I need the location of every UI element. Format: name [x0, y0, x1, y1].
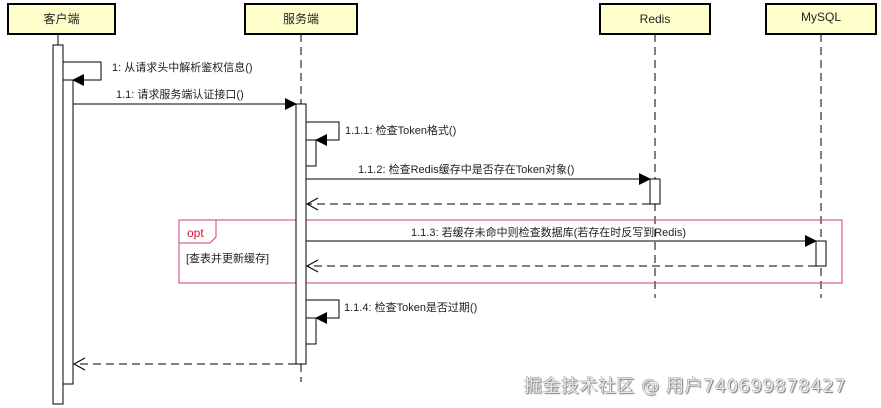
message-label: 1: 从请求头中解析鉴权信息() — [112, 60, 253, 74]
participant-label: 客户端 — [43, 11, 79, 26]
participant-mysql: MySQL — [765, 3, 877, 35]
message-1-1-4: 1.1.4: 检查Token是否过期() — [306, 299, 477, 324]
participant-label: MySQL — [801, 10, 841, 24]
message-1-1-1: 1.1.1: 检查Token格式() — [306, 121, 456, 146]
return-1-1-2 — [305, 197, 650, 211]
self-call-arrow — [306, 299, 340, 324]
message-label: 1.1.2: 检查Redis缓存中是否存在Token对象() — [358, 162, 574, 176]
message-1-1-3: 1.1.3: 若缓存未命中则检查数据库(若存在时反写到Redis) — [306, 225, 817, 247]
activation-mysql — [815, 240, 827, 267]
return-arrowhead — [305, 259, 319, 273]
activation-client-outer — [52, 44, 64, 405]
activation-server-self-1 — [305, 139, 317, 167]
message-label: 1.1.1: 检查Token格式() — [345, 123, 456, 137]
opt-fragment: opt [查表并更新缓存] — [178, 219, 843, 284]
return-1-1-3 — [305, 259, 816, 273]
participant-server: 服务端 — [244, 3, 358, 35]
message-label: 1.1.3: 若缓存未命中则检查数据库(若存在时反写到Redis) — [411, 225, 686, 239]
participant-client: 客户端 — [7, 3, 116, 35]
message-label: 1.1.4: 检查Token是否过期() — [344, 300, 477, 314]
message-label: 1.1: 请求服务端认证接口() — [116, 88, 244, 101]
message-1-1-2: 1.1.2: 检查Redis缓存中是否存在Token对象() — [306, 162, 651, 185]
participant-redis: Redis — [599, 3, 711, 35]
activation-server — [295, 103, 307, 365]
participant-box — [765, 3, 877, 35]
activation-client-inner — [62, 79, 74, 385]
fragment-operator: opt — [187, 226, 204, 240]
participant-label: 服务端 — [283, 11, 319, 26]
participant-box — [7, 3, 116, 35]
return-arrowhead — [72, 357, 86, 371]
message-1: 1: 从请求头中解析鉴权信息() — [63, 60, 253, 86]
activation-server-self-2 — [305, 317, 317, 345]
fragment-guard: [查表并更新缓存] — [186, 251, 269, 265]
watermark: 掘金技术社区 @ 用户740699878427 — [524, 376, 847, 397]
activation-redis — [649, 178, 661, 205]
participant-label: Redis — [640, 12, 671, 26]
message-1-1: 1.1: 请求服务端认证接口() — [73, 88, 297, 110]
fragment-tab — [179, 220, 217, 244]
self-call-arrow — [306, 121, 340, 146]
return-1-1 — [72, 357, 296, 371]
self-call-arrow — [63, 61, 102, 86]
return-arrowhead — [305, 197, 319, 211]
fragment-frame — [178, 219, 843, 284]
